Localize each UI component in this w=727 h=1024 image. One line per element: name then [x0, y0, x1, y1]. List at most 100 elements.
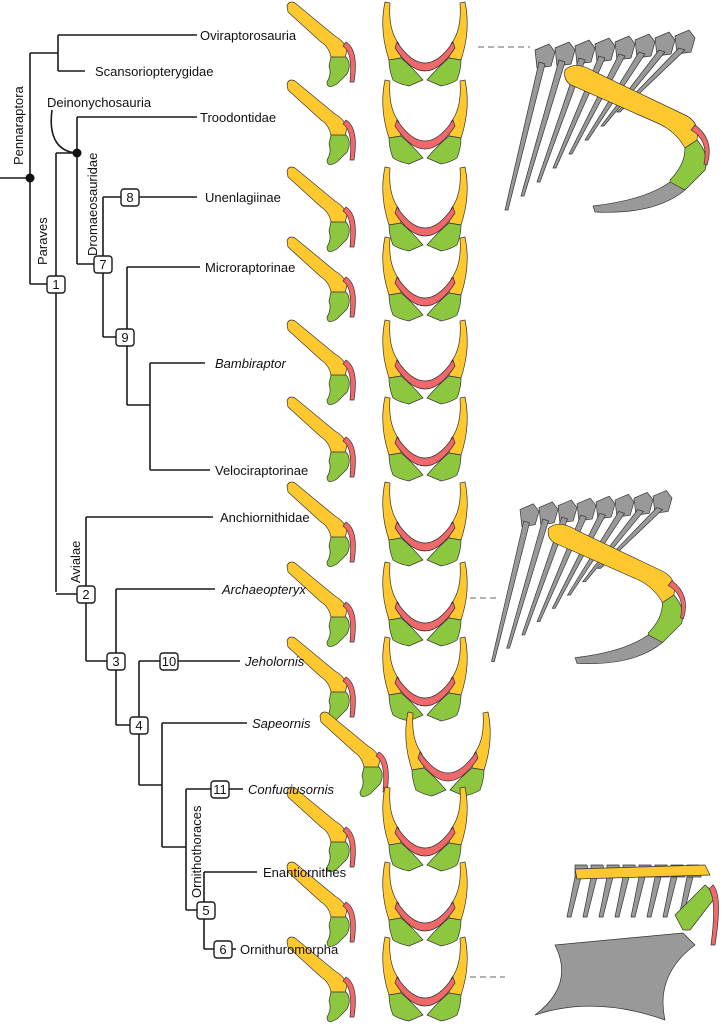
left-coracoid	[388, 917, 424, 947]
lateral-view	[286, 79, 356, 165]
furcula	[690, 124, 710, 166]
node-box-7: 7	[93, 255, 113, 274]
furcula	[708, 884, 719, 946]
coracoid	[326, 916, 350, 947]
coracoid	[326, 374, 350, 405]
left-coracoid	[388, 222, 424, 252]
sternum	[574, 634, 664, 665]
furcula	[342, 521, 356, 563]
node-box-10: 10	[159, 652, 179, 671]
anterior-view	[382, 786, 468, 872]
left-coracoid	[411, 767, 447, 797]
left-coracoid	[388, 692, 424, 722]
left-coracoid	[388, 537, 424, 567]
furcula	[394, 276, 456, 307]
right-coracoid	[426, 292, 462, 322]
clade-label-paraves: Paraves	[35, 217, 50, 265]
anterior-view	[382, 936, 468, 1022]
furcula	[394, 359, 456, 390]
furcula	[342, 119, 356, 161]
pectoral-girdle-illustrations	[286, 1, 491, 1022]
coracoid	[326, 221, 350, 252]
anterior-view	[382, 236, 468, 322]
anterior-view	[382, 861, 468, 947]
left-coracoid	[388, 292, 424, 322]
scapula	[286, 79, 348, 137]
clade-label-ornithothoraces: Ornithothoraces	[189, 805, 204, 898]
svg-text:2: 2	[82, 587, 89, 602]
anterior-view	[382, 79, 468, 165]
furcula	[394, 901, 456, 932]
right-coracoid	[426, 992, 462, 1022]
anterior-view	[382, 636, 468, 722]
furcula	[342, 826, 356, 868]
svg-text:8: 8	[126, 190, 133, 205]
taxon-scansoriopterygidae: Scansoriopterygidae	[95, 64, 214, 79]
clade-label-dromaeosauridae: Dromaeosauridae	[85, 153, 100, 256]
furcula	[342, 901, 356, 943]
scapula	[319, 711, 381, 769]
svg-text:10: 10	[162, 654, 176, 669]
scapula	[547, 523, 675, 604]
svg-text:4: 4	[135, 718, 142, 733]
furcula	[394, 119, 456, 150]
scapula	[286, 166, 348, 224]
rib	[568, 53, 626, 155]
anterior-view	[382, 396, 468, 482]
node-box-2: 2	[76, 585, 96, 604]
rib	[646, 876, 662, 918]
furcula	[394, 826, 456, 857]
rib	[520, 59, 566, 197]
left-coracoid	[388, 842, 424, 872]
tree-branches	[0, 34, 257, 950]
furcula	[342, 976, 356, 1018]
furcula	[394, 41, 456, 72]
lateral-view	[286, 561, 356, 647]
rib	[614, 876, 630, 918]
lateral-view	[286, 861, 356, 947]
taxon-enantiornithes: Enantiornithes	[263, 865, 347, 880]
rib	[491, 520, 530, 662]
clade-label-pennaraptora: Pennaraptora	[11, 85, 26, 165]
node-box-1: 1	[46, 275, 66, 294]
skeleton-oviraptorosaur	[504, 29, 710, 213]
coracoid	[326, 991, 350, 1022]
svg-text:9: 9	[121, 330, 128, 345]
rib	[630, 876, 646, 918]
coracoid	[674, 884, 718, 931]
coracoid	[359, 766, 383, 797]
furcula	[394, 436, 456, 467]
furcula	[342, 206, 356, 248]
furcula	[342, 41, 356, 83]
right-coracoid	[426, 222, 462, 252]
left-coracoid	[388, 135, 424, 165]
pennaraptora-node-dot	[25, 173, 35, 183]
furcula	[394, 206, 456, 237]
rib	[551, 512, 606, 609]
node-box-3: 3	[106, 652, 126, 671]
taxon-anchiornithidae: Anchiornithidae	[220, 510, 310, 525]
coracoid	[326, 841, 350, 872]
rib	[662, 876, 678, 918]
coracoid	[669, 139, 707, 191]
right-coracoid	[426, 917, 462, 947]
lateral-view	[286, 319, 356, 405]
scapula	[286, 319, 348, 377]
node-box-6: 6	[213, 940, 233, 959]
right-coracoid	[426, 135, 462, 165]
lateral-view	[286, 236, 356, 322]
left-coracoid	[388, 375, 424, 405]
scapula	[564, 65, 698, 149]
taxon-sapeornis: Sapeornis	[252, 716, 311, 731]
furcula	[375, 751, 389, 793]
rib	[582, 876, 598, 918]
lateral-view	[286, 396, 356, 482]
taxon-confuciusornis: Confuciusornis	[248, 782, 334, 797]
lateral-view	[319, 711, 389, 797]
rib	[504, 61, 546, 211]
lateral-view	[286, 481, 356, 567]
scapula	[574, 864, 711, 880]
left-coracoid	[388, 992, 424, 1022]
